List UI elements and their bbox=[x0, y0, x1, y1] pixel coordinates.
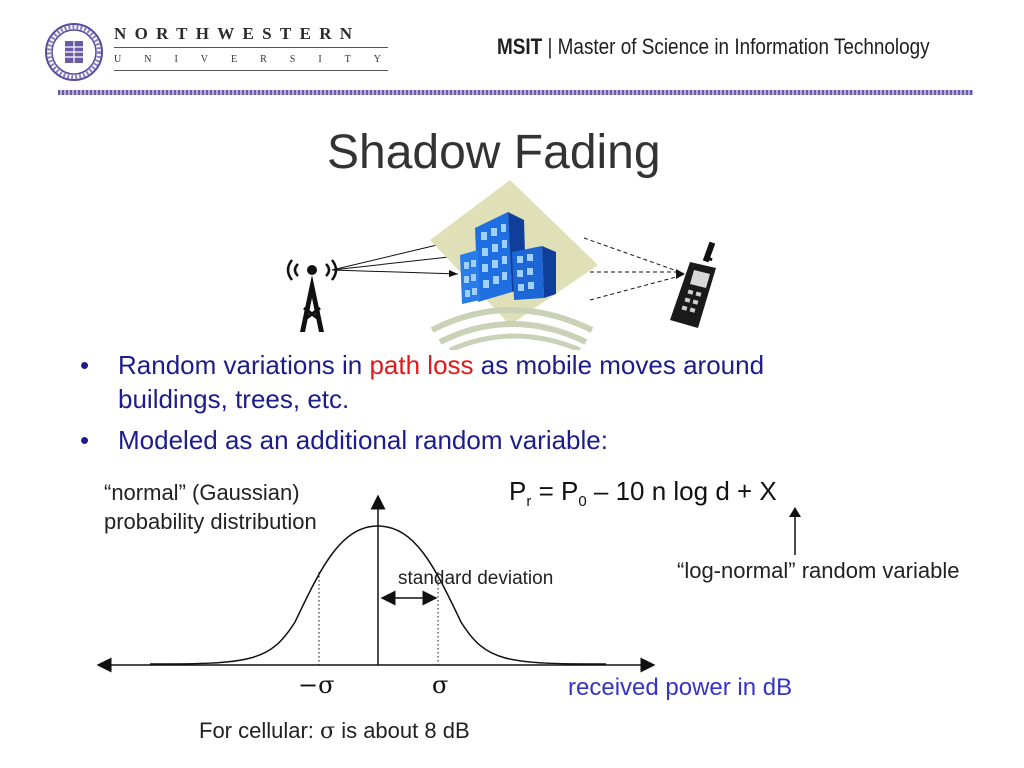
neg-sigma-label: −σ bbox=[298, 671, 335, 699]
lognormal-label: “log-normal” random variable bbox=[677, 558, 960, 583]
eq-r-sub: r bbox=[526, 493, 532, 511]
eq-rest: – 10 n log d + X bbox=[586, 476, 777, 506]
gaussian-diagram bbox=[96, 494, 656, 673]
page-title: Shadow Fading bbox=[327, 126, 661, 179]
std-label: standard deviation bbox=[398, 568, 554, 589]
program-abbr: MSIT bbox=[497, 34, 543, 59]
cellular-footnote: For cellular: σ is about 8 dB bbox=[199, 716, 470, 747]
bullet-marker: • bbox=[80, 425, 90, 455]
lognormal-arrow bbox=[789, 507, 801, 555]
header-divider bbox=[58, 90, 973, 95]
eq-equals: = bbox=[531, 476, 561, 506]
antenna-tower-icon bbox=[286, 259, 338, 332]
footnote-prefix: For cellular: bbox=[199, 718, 321, 743]
bullet-1-text-after: as mobile moves around bbox=[473, 350, 765, 380]
program-header: MSIT | Master of Science in Information … bbox=[497, 34, 930, 60]
mobile-phone-icon bbox=[670, 241, 716, 328]
distribution-label-line1: “normal” (Gaussian) bbox=[104, 480, 300, 505]
bullet-marker: • bbox=[80, 350, 90, 380]
logo-rule-bottom bbox=[114, 70, 388, 71]
header-separator: | bbox=[547, 34, 553, 59]
distribution-label-line2: probability distribution bbox=[104, 509, 317, 534]
bullet-1-line2: buildings, trees, etc. bbox=[118, 384, 350, 414]
bullet-1-line1: Random variations in path loss as mobile… bbox=[118, 350, 764, 381]
gaussian-curve bbox=[149, 525, 607, 665]
bullet-2-line1: Modeled as an additional random variable… bbox=[118, 425, 608, 455]
shadow-fading-illustration bbox=[286, 180, 716, 350]
footnote-sigma: σ bbox=[320, 719, 336, 744]
university-seal bbox=[44, 22, 104, 82]
footnote-suffix: is about 8 dB bbox=[335, 718, 470, 743]
bullet-1-highlight: path loss bbox=[369, 350, 474, 380]
scattered-signal-paths bbox=[583, 237, 681, 301]
pos-sigma-label: σ bbox=[432, 671, 449, 699]
x-axis-label: received power in dB bbox=[568, 674, 793, 701]
building-icon bbox=[430, 180, 598, 350]
program-name: Master of Science in Information Technol… bbox=[557, 34, 930, 59]
logo-wordmark-line2: UNIVERSITY bbox=[114, 54, 404, 65]
path-loss-equation: Pr = P0 – 10 n log d + X bbox=[509, 476, 777, 510]
eq-zero-sub: 0 bbox=[578, 493, 587, 511]
eq-p: P bbox=[509, 476, 527, 506]
bullet-1-text-before: Random variations in bbox=[118, 350, 370, 380]
logo-wordmark-line1: NORTHWESTERN bbox=[114, 24, 361, 43]
eq-p0: P bbox=[560, 476, 579, 506]
logo-rule-top bbox=[114, 47, 388, 48]
